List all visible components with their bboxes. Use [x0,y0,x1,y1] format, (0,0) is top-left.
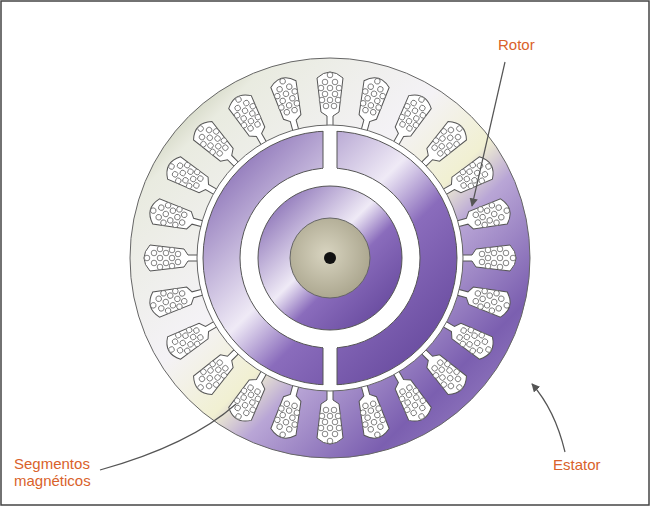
stator-slot [317,388,343,444]
shaft [290,218,370,298]
stator-body [130,58,530,458]
stator-slots [144,72,516,444]
leader-line [532,384,565,452]
stator-slot [144,245,200,271]
stator-slot [452,279,513,319]
leader-line [100,404,236,470]
leader-line [472,62,505,206]
shaft-center [324,252,336,264]
magnet-inner [240,168,420,348]
stator-bore [197,125,463,391]
stator-slot [351,380,391,441]
rotor-core [258,186,402,330]
magnet-edge [337,131,338,168]
stator-slot [317,72,343,128]
stator-slot [269,75,309,136]
magnet-edge [323,348,324,385]
stator-slot [147,279,208,319]
stator-slot [269,380,309,441]
magnet-edge [337,348,338,385]
part-label: Segmentos magnéticos [14,455,104,490]
part-label: Estator [553,456,601,473]
magnet-edge [323,131,324,168]
magnet-gap [323,128,337,170]
stator-slot [460,245,516,271]
stator-slot [351,75,391,136]
stator-slot [147,197,208,237]
magnet-gap [323,346,337,388]
part-label: Rotor [498,36,535,53]
stator-slot [452,197,513,237]
